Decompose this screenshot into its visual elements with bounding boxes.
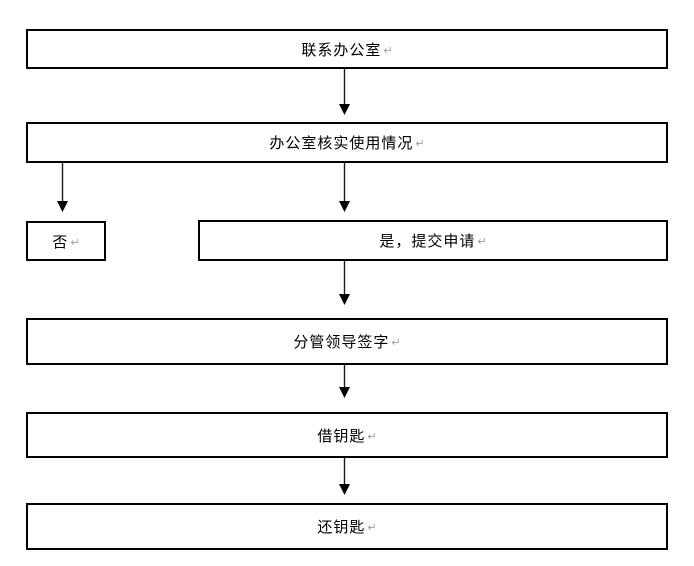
node-borrow-key-label: 借钥匙 [317,428,366,445]
paragraph-return-icon: ↵ [70,235,80,249]
node-no: 否↵ [26,221,106,261]
flow-arrow-borrow-to-return [339,458,350,495]
node-yes-submit-label: 是，提交申请 [379,234,476,250]
flow-arrow-sign-to-borrow [339,365,350,398]
node-office-verify: 办公室核实使用情况↵ [26,122,668,163]
paragraph-return-icon: ↵ [391,336,401,349]
node-return-key-label: 还钥匙 [317,520,366,536]
node-office-verify-label: 办公室核实使用情况 [269,136,414,152]
paragraph-return-icon: ↵ [367,521,377,534]
node-return-key: 还钥匙↵ [26,503,668,550]
flow-arrow-verify-to-no [57,163,68,212]
flow-arrow-yes-to-sign [339,261,350,305]
node-leader-sign-label: 分管领导签字 [293,335,390,351]
node-leader-sign: 分管领导签字↵ [26,318,668,365]
paragraph-return-icon: ↵ [383,43,393,57]
flow-arrow-contact-to-verify [339,69,350,115]
paragraph-return-icon: ↵ [477,235,487,248]
flow-arrow-verify-to-yes [339,163,350,212]
node-yes-submit: 是，提交申请↵ [198,220,668,261]
paragraph-return-icon: ↵ [415,137,425,150]
paragraph-return-icon: ↵ [367,429,377,443]
node-contact-office: 联系办公室↵ [26,29,668,69]
node-contact-office-label: 联系办公室 [301,42,382,59]
node-no-label: 否 [52,234,69,251]
node-borrow-key: 借钥匙↵ [26,412,668,458]
